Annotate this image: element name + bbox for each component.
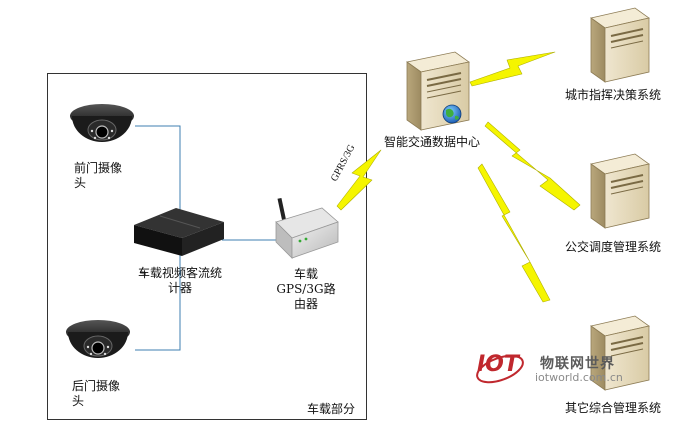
watermark-mark: IOT: [477, 352, 519, 377]
city-command-label: 城市指挥决策系统: [565, 88, 662, 102]
rear-camera-label: 后门摄像头: [72, 379, 121, 408]
dome-camera-icon: [66, 320, 130, 358]
connector-lines: [135, 125, 282, 351]
server-icon: [590, 153, 650, 229]
server-icon: [590, 7, 650, 83]
other-mgmt-label: 其它综合管理系统: [565, 401, 662, 415]
counter-label: 车载视频客流统计器: [137, 266, 222, 295]
lightning-center-city: [469, 51, 556, 87]
router-icon: [275, 197, 339, 259]
router-label: 车载GPS/3G路由器: [276, 267, 336, 311]
watermark-logo: [476, 354, 524, 384]
lightning-center-other: [477, 163, 551, 303]
front-camera-label: 前门摄像头: [74, 161, 123, 190]
wireless-links: [336, 51, 581, 303]
data-center-label: 智能交通数据中心: [384, 135, 481, 149]
link-label: GPRS/3G: [329, 143, 357, 183]
onboard-section-frame: [47, 73, 367, 420]
watermark-en: iotworld.com.cn: [535, 371, 623, 384]
dome-camera-icon: [70, 104, 134, 142]
lightning-router-center: [336, 149, 382, 211]
watermark-cn: 物联网世界: [540, 356, 615, 372]
server-icon: [590, 315, 650, 391]
bus-dispatch-label: 公交调度管理系统: [565, 240, 662, 254]
onboard-section-label: 车载部分: [307, 402, 356, 416]
video-box-icon: [134, 208, 224, 276]
globe-icon: [442, 104, 462, 124]
lightning-center-bus: [484, 121, 581, 211]
